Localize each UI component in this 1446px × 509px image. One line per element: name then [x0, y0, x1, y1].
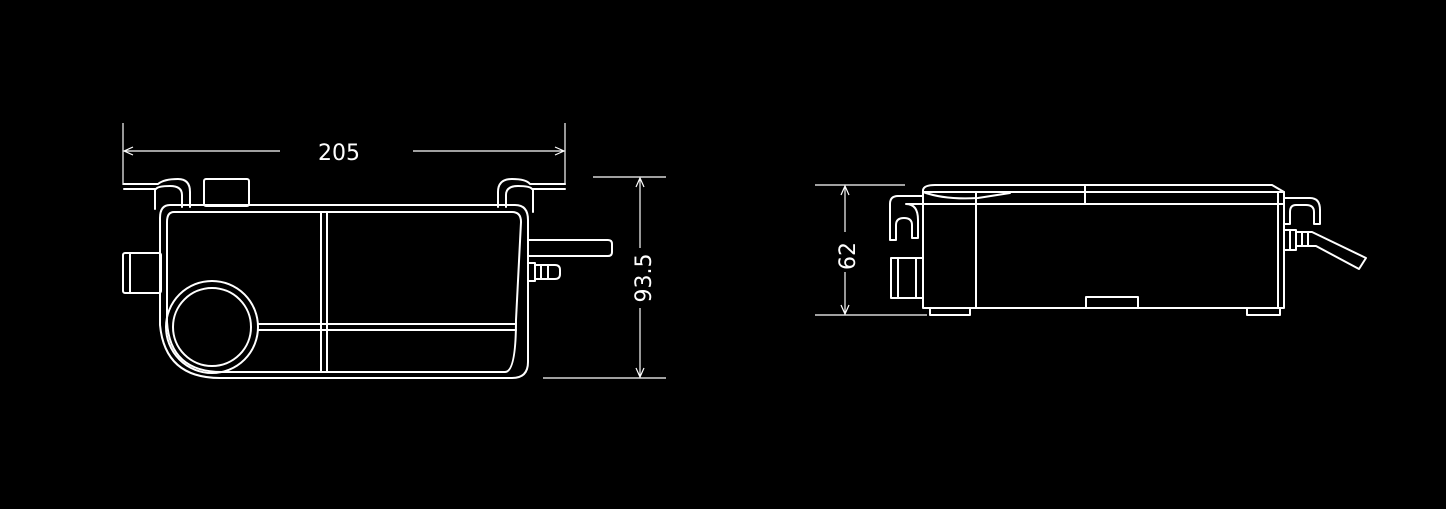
left-port	[122, 252, 162, 294]
side-bracket-right	[1283, 197, 1321, 225]
height-dimension: 93.5	[543, 176, 666, 379]
width-dimension: 205	[122, 123, 566, 185]
right-tube-upper	[527, 239, 613, 257]
side-top-lid	[922, 184, 1285, 205]
top-port	[203, 178, 250, 207]
pump-body-front	[159, 204, 529, 379]
side-height-value: 62	[836, 242, 861, 270]
mounting-bracket-right	[497, 178, 566, 213]
side-height-dimension: 62	[815, 184, 927, 316]
width-value: 205	[318, 141, 360, 166]
side-bracket-left	[889, 195, 924, 241]
right-tube-lower	[527, 262, 561, 282]
side-feet	[929, 307, 1281, 316]
circular-outlet	[165, 280, 259, 374]
mounting-bracket-left	[123, 178, 191, 210]
side-view: 62	[815, 184, 1367, 316]
pump-body-side	[922, 191, 1285, 309]
side-tube-right	[1283, 229, 1367, 270]
side-port-left	[890, 257, 924, 299]
front-view: 205	[122, 123, 666, 379]
height-value: 93.5	[632, 254, 657, 303]
